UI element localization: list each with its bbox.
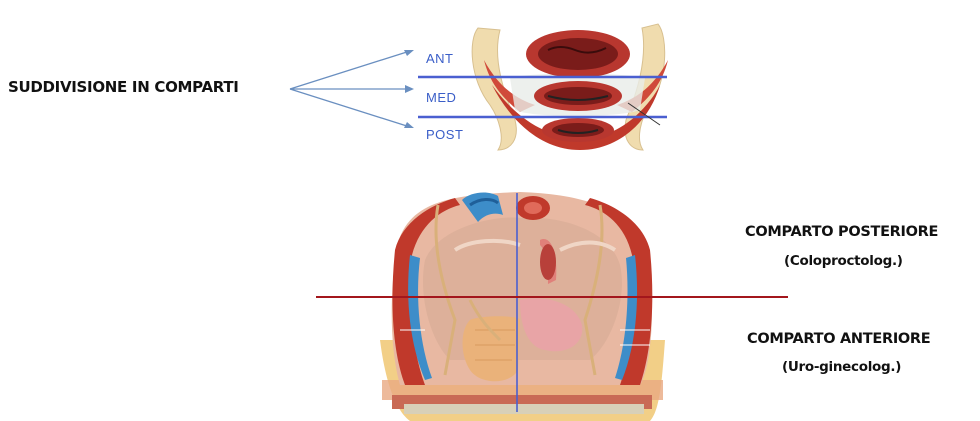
anterior-compartment-subtitle: (Uro-ginecolog.) [782, 359, 901, 375]
posterior-compartment-subtitle: (Coloproctolog.) [784, 253, 903, 269]
anterior-compartment-title: COMPARTO ANTERIORE [747, 331, 930, 347]
posterior-compartment-title: COMPARTO POSTERIORE [745, 224, 938, 240]
